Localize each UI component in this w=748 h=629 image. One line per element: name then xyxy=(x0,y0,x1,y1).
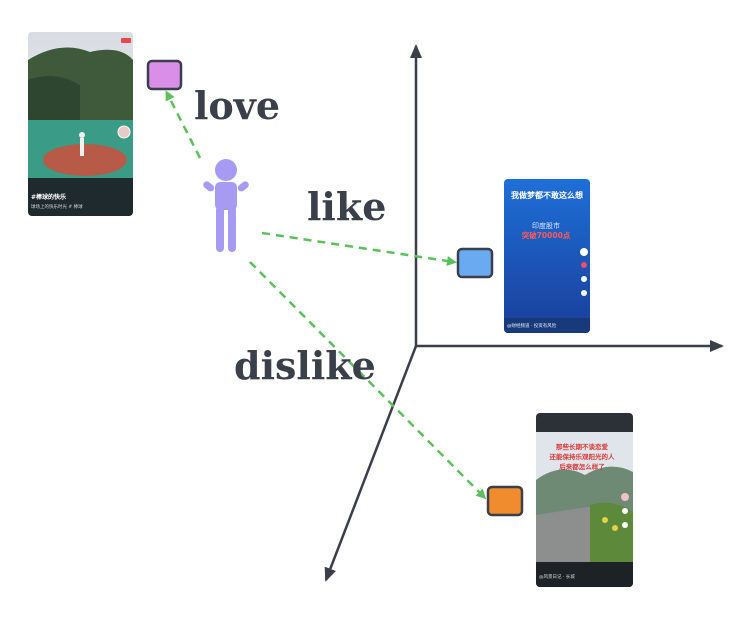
stock-line1: 印度股市 xyxy=(532,221,560,230)
baseball-caption: #棒球的快乐 xyxy=(31,193,66,201)
love-item-square xyxy=(146,59,183,91)
video-thumbnail-baseball[interactable]: #棒球的快乐 球场上的快乐时光 # 棒球 xyxy=(28,32,133,216)
user-person-icon xyxy=(203,159,249,252)
stock-footer: @财经频道 · 投资有风险 xyxy=(507,322,557,329)
like-item-square xyxy=(456,247,494,279)
baseball-subcaption: 球场上的快乐时光 # 棒球 xyxy=(31,203,83,210)
dislike-label: dislike xyxy=(234,343,376,388)
love-arrow xyxy=(165,90,202,159)
z-axis xyxy=(324,345,418,582)
stock-headline: 我做梦都不敢这么想 xyxy=(511,190,583,200)
love-label: love xyxy=(194,83,280,128)
relation-arrows xyxy=(165,90,487,500)
video-thumbnail-wall[interactable]: 那些长期不谈恋爱 还能保持乐观阳光的人 后来都怎么样了 @风景日记 · 长城 xyxy=(536,413,633,587)
video-thumbnail-stock[interactable]: 我做梦都不敢这么想 印度股市 突破70000点 @财经频道 · 投资有风险 xyxy=(504,179,590,333)
like-label: like xyxy=(307,184,386,229)
axes xyxy=(324,44,724,582)
wall-line1: 那些长期不谈恋爱 xyxy=(556,442,609,451)
wall-line3: 后来都怎么样了 xyxy=(559,462,605,471)
dislike-item-square xyxy=(486,485,524,517)
wall-footer: @风景日记 · 长城 xyxy=(539,573,575,580)
like-arrow xyxy=(261,231,457,266)
stock-line2: 突破70000点 xyxy=(522,230,571,240)
wall-line2: 还能保持乐观阳光的人 xyxy=(549,452,616,461)
